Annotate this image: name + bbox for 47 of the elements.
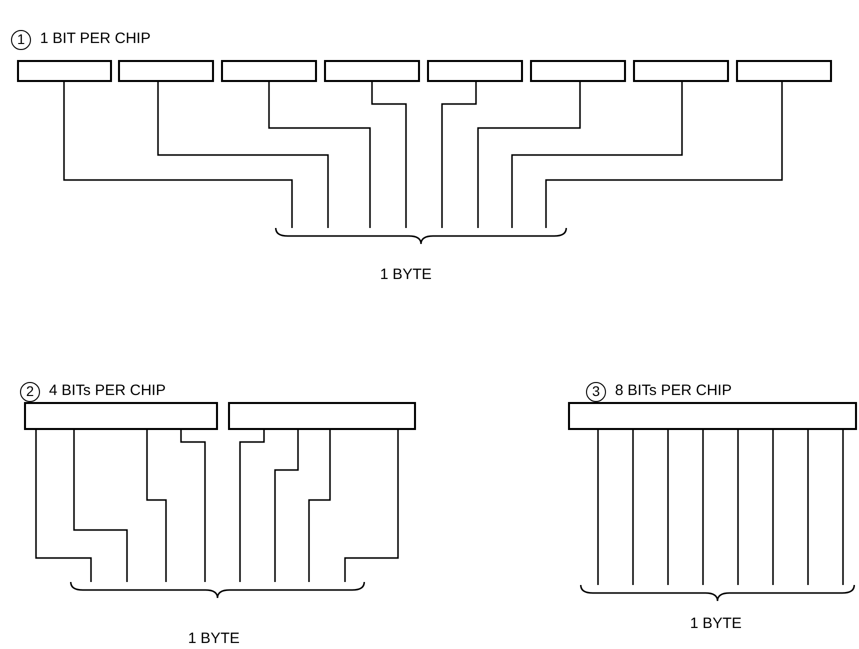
wire [308,430,331,582]
memory-chip [530,60,626,82]
wire [274,430,299,582]
caption-text: 4 BITs PER CHIP [49,382,166,399]
wire [371,82,407,228]
caption-text: 1 BYTE [690,615,742,632]
wire [632,430,634,585]
wire [35,430,92,582]
memory-chip [427,60,523,82]
wire [441,82,477,228]
wire [511,82,683,228]
wire [597,430,599,585]
caption-text: 1 BIT PER CHIP [40,30,151,47]
memory-chip [568,402,857,430]
caption-text: 1 BYTE [188,630,240,647]
wire [477,82,581,228]
wire [807,430,809,585]
wire [157,82,329,228]
wire [667,430,669,585]
memory-chip [24,402,218,430]
caption-text: 1 BYTE [380,266,432,283]
curly-brace [275,228,567,244]
memory-chip [118,60,214,82]
wire [73,430,128,582]
wire [545,82,783,228]
memory-chip [324,60,420,82]
wire [344,430,399,582]
wire [63,82,293,228]
callout-number: 2 [20,382,40,402]
wire [180,430,206,582]
curly-brace [70,582,365,598]
wire [146,430,167,582]
memory-chip [221,60,317,82]
memory-chip [736,60,832,82]
wire [239,430,265,582]
callout-number: 1 [11,30,31,50]
memory-chip [633,60,729,82]
wire [268,82,371,228]
memory-chip [228,402,416,430]
wire [702,430,704,585]
callout-number: 3 [586,382,606,402]
memory-chip [17,60,112,82]
curly-brace [580,585,855,601]
caption-text: 8 BITs PER CHIP [615,382,732,399]
wire [737,430,739,585]
wire [842,430,844,585]
wire [772,430,774,585]
